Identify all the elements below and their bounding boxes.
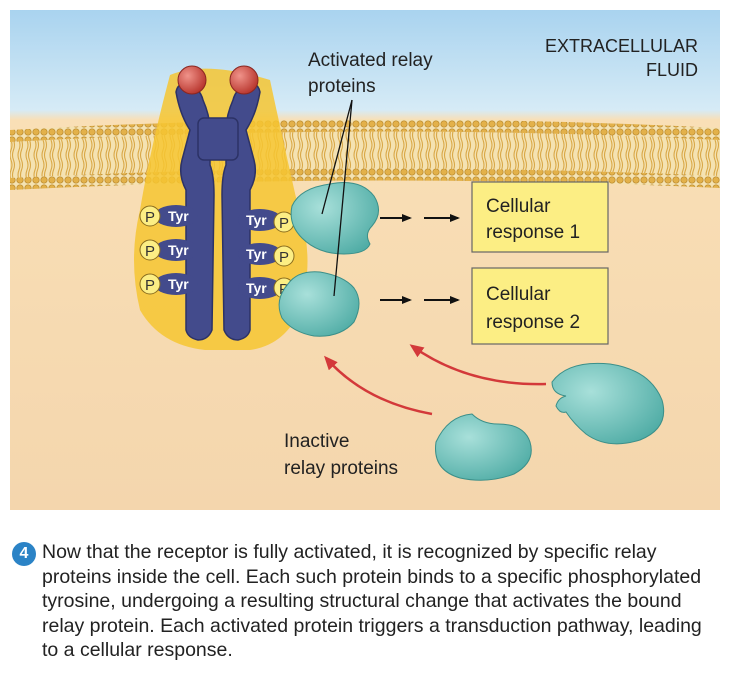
- activated-relay-protein-2: [278, 271, 360, 337]
- inactive-relay-protein-1: [435, 413, 532, 481]
- red-arrow-1: [324, 355, 433, 416]
- caption-text: Now that the receptor is fully activated…: [42, 541, 702, 661]
- svg-text:Tyr: Tyr: [168, 276, 189, 292]
- svg-text:Tyr: Tyr: [168, 242, 189, 258]
- inactive-relay-label-line2: relay proteins: [284, 458, 398, 479]
- cellular-response-2-line2: response 2: [486, 312, 580, 333]
- ligand-pair: [177, 65, 259, 95]
- cellular-response-2-line1: Cellular: [486, 284, 551, 305]
- step-number-badge: 4: [12, 542, 36, 566]
- leader-line-1: [321, 99, 353, 215]
- svg-text:P: P: [145, 209, 155, 226]
- svg-text:Tyr: Tyr: [246, 212, 267, 228]
- leader-line-2: [333, 99, 353, 297]
- extracellular-label-line2: FLUID: [646, 60, 698, 80]
- plasma-membrane: [10, 119, 720, 190]
- svg-text:P: P: [279, 215, 289, 232]
- tyr-group-left-2: Tyr P: [139, 239, 198, 261]
- activated-relay-label-line1: Activated relay: [308, 50, 433, 71]
- signal-molecule-left: [177, 65, 207, 95]
- tyr-group-left-1: Tyr P: [139, 205, 198, 227]
- svg-text:Tyr: Tyr: [168, 208, 189, 224]
- extracellular-label-line1: EXTRACELLULAR: [545, 36, 698, 56]
- signal-molecule-right: [229, 65, 259, 95]
- inactive-relay-label-line1: Inactive: [284, 431, 349, 452]
- tyr-group-right-1: Tyr P: [238, 209, 295, 233]
- cellular-response-1-box: [471, 181, 609, 253]
- inactive-relay-protein-2: [551, 362, 665, 445]
- activated-relay-label-line2: proteins: [308, 76, 376, 97]
- svg-text:P: P: [145, 243, 155, 260]
- cellular-response-1-line2: response 1: [486, 222, 580, 243]
- tyr-group-right-2: Tyr P: [238, 243, 295, 267]
- cellular-response-1-line1: Cellular: [486, 196, 551, 217]
- svg-text:Tyr: Tyr: [246, 280, 267, 296]
- svg-text:P: P: [279, 249, 289, 266]
- cellular-response-2-box: [471, 267, 609, 345]
- red-arrow-2: [409, 344, 547, 386]
- tyr-group-left-3: Tyr P: [139, 273, 198, 295]
- activated-relay-protein-1: [290, 182, 379, 255]
- svg-text:Tyr: Tyr: [246, 246, 267, 262]
- svg-text:P: P: [145, 277, 155, 294]
